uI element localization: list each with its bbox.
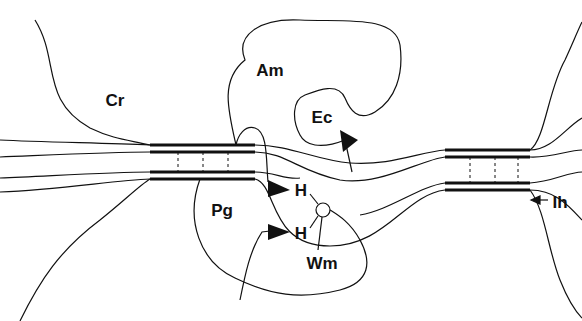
water-blob-outline (194, 179, 367, 295)
water-leader (318, 217, 322, 250)
arrowhead (340, 130, 358, 152)
component-label: Wm (306, 255, 337, 272)
hydrogen-bonds (178, 152, 518, 183)
sheet-bar (445, 148, 530, 151)
hydrogen-bond (228, 152, 229, 172)
strand (360, 172, 582, 215)
arrowheads (268, 130, 358, 240)
right-chain-outline (530, 190, 582, 318)
sheet-bar (445, 155, 530, 158)
hydrogen-bond (470, 157, 471, 183)
hydrogen-bond (203, 152, 204, 172)
amorphous-blob-outline (228, 20, 401, 146)
strand (0, 179, 582, 246)
region-label: Cr (106, 92, 125, 109)
pg-chain (236, 127, 268, 182)
crystalline-sheets (150, 145, 530, 190)
h-bond-stem (310, 216, 318, 228)
sheet-bar (150, 177, 255, 180)
crystal-region-outline (35, 20, 150, 145)
atom-label: H (295, 182, 307, 199)
region-label: Ih (552, 194, 567, 211)
pg-chain (240, 231, 270, 300)
region-label: Am (256, 62, 283, 79)
ih-leader (531, 196, 548, 204)
water-molecule (310, 194, 330, 250)
chain-outlines (20, 20, 582, 321)
sheet-bar (445, 181, 530, 184)
arrowhead (268, 224, 290, 240)
sheet-bar (445, 188, 530, 191)
strand (0, 118, 582, 163)
hydrogen-bond (495, 157, 496, 183)
hydrogen-bond (178, 152, 179, 172)
atom-label: H (295, 225, 307, 242)
region-label: Ec (312, 109, 333, 126)
h-bond-stem (310, 194, 318, 204)
crystal-region-outline (20, 179, 150, 321)
right-chain-outline (530, 22, 582, 150)
arrowhead (531, 196, 540, 204)
sheet-bar (150, 143, 255, 146)
strand (0, 172, 300, 178)
arrowhead (268, 180, 290, 197)
water-oxygen (316, 203, 330, 217)
polymer-strands (0, 118, 582, 246)
hydrogen-bond (518, 157, 519, 183)
component-label: Pg (211, 202, 233, 219)
